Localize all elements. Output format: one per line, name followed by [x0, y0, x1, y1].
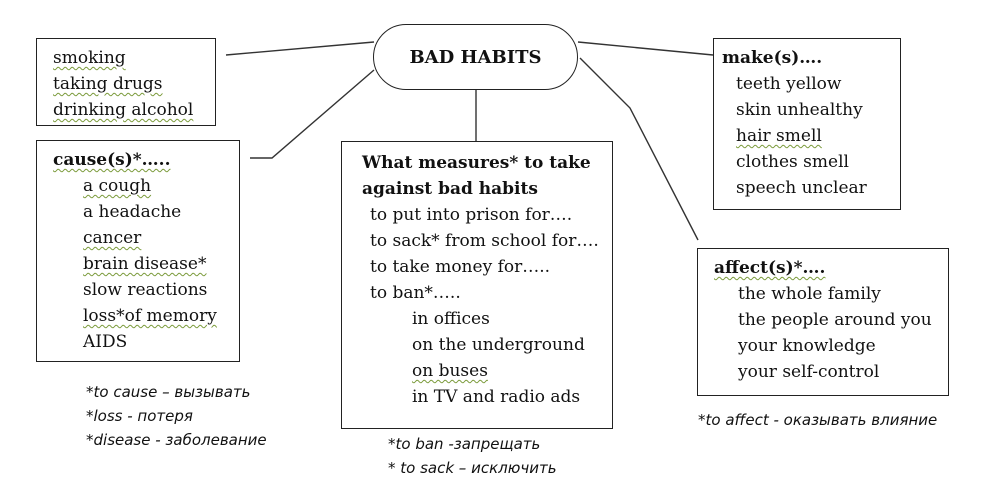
footnotes-left: *to cause – вызывать *loss - потеря *dis…: [86, 380, 267, 452]
connector-habits: [225, 41, 375, 56]
cause-item: slow reactions: [83, 280, 208, 300]
causes-heading: cause(s)*…..: [53, 150, 171, 170]
measures-box: What measures* to take against bad habit…: [341, 141, 613, 429]
footnote: *to cause – вызывать: [86, 383, 251, 401]
habit-item: taking drugs: [53, 74, 163, 94]
measures-heading: What measures* to take: [362, 153, 591, 173]
affect-item: the whole family: [738, 284, 881, 304]
make-item: hair smell: [736, 126, 822, 146]
affect-item: your knowledge: [738, 336, 876, 356]
footnote: *loss - потеря: [86, 407, 193, 425]
ban-item: on buses: [412, 361, 488, 381]
measure-item: to sack* from school for….: [370, 231, 599, 251]
connector-makes: [577, 41, 714, 56]
connector-affects: [579, 57, 699, 241]
habit-item: drinking alcohol: [53, 100, 194, 120]
ban-item: on the underground: [412, 335, 585, 355]
affects-heading: affect(s)*….: [714, 258, 826, 278]
causes-box: cause(s)*….. a cough a headache cancer b…: [36, 140, 240, 362]
footnote: *to affect - оказывать влияние: [698, 411, 938, 429]
cause-item: a cough: [83, 176, 152, 196]
make-item: clothes smell: [736, 152, 849, 172]
makes-box: make(s)…. teeth yellow skin unhealthy ha…: [713, 38, 901, 210]
title-text: BAD HABITS: [409, 46, 542, 68]
habits-box: smoking taking drugs drinking alcohol: [36, 38, 216, 126]
affects-box: affect(s)*…. the whole family the people…: [697, 248, 949, 396]
cause-item: cancer: [83, 228, 142, 248]
cause-item: AIDS: [83, 332, 128, 352]
make-item: teeth yellow: [736, 74, 842, 94]
make-item: skin unhealthy: [736, 100, 863, 120]
title-oval: BAD HABITS: [373, 24, 578, 90]
measure-item: to put into prison for….: [370, 205, 573, 225]
footnote: *to ban -запрещать: [388, 435, 541, 453]
habit-item: smoking: [53, 48, 126, 68]
affect-item: your self-control: [738, 362, 880, 382]
ban-item: in TV and radio ads: [412, 387, 581, 407]
footnote: *disease - заболевание: [86, 431, 267, 449]
measure-item: to ban*…..: [370, 283, 461, 303]
make-item: speech unclear: [736, 178, 867, 198]
cause-item: loss*of memory: [83, 306, 217, 326]
connector-causes: [250, 69, 375, 159]
ban-item: in offices: [412, 309, 490, 329]
makes-heading: make(s)….: [722, 48, 823, 68]
footnotes-right: *to affect - оказывать влияние: [698, 408, 937, 432]
cause-item: brain disease*: [83, 254, 207, 274]
footnotes-center: *to ban -запрещать * to sack – исключить: [388, 432, 557, 480]
measure-item: to take money for…..: [370, 257, 551, 277]
measures-heading: against bad habits: [362, 179, 538, 199]
cause-item: a headache: [83, 202, 182, 222]
footnote: * to sack – исключить: [388, 459, 557, 477]
affect-item: the people around you: [738, 310, 932, 330]
